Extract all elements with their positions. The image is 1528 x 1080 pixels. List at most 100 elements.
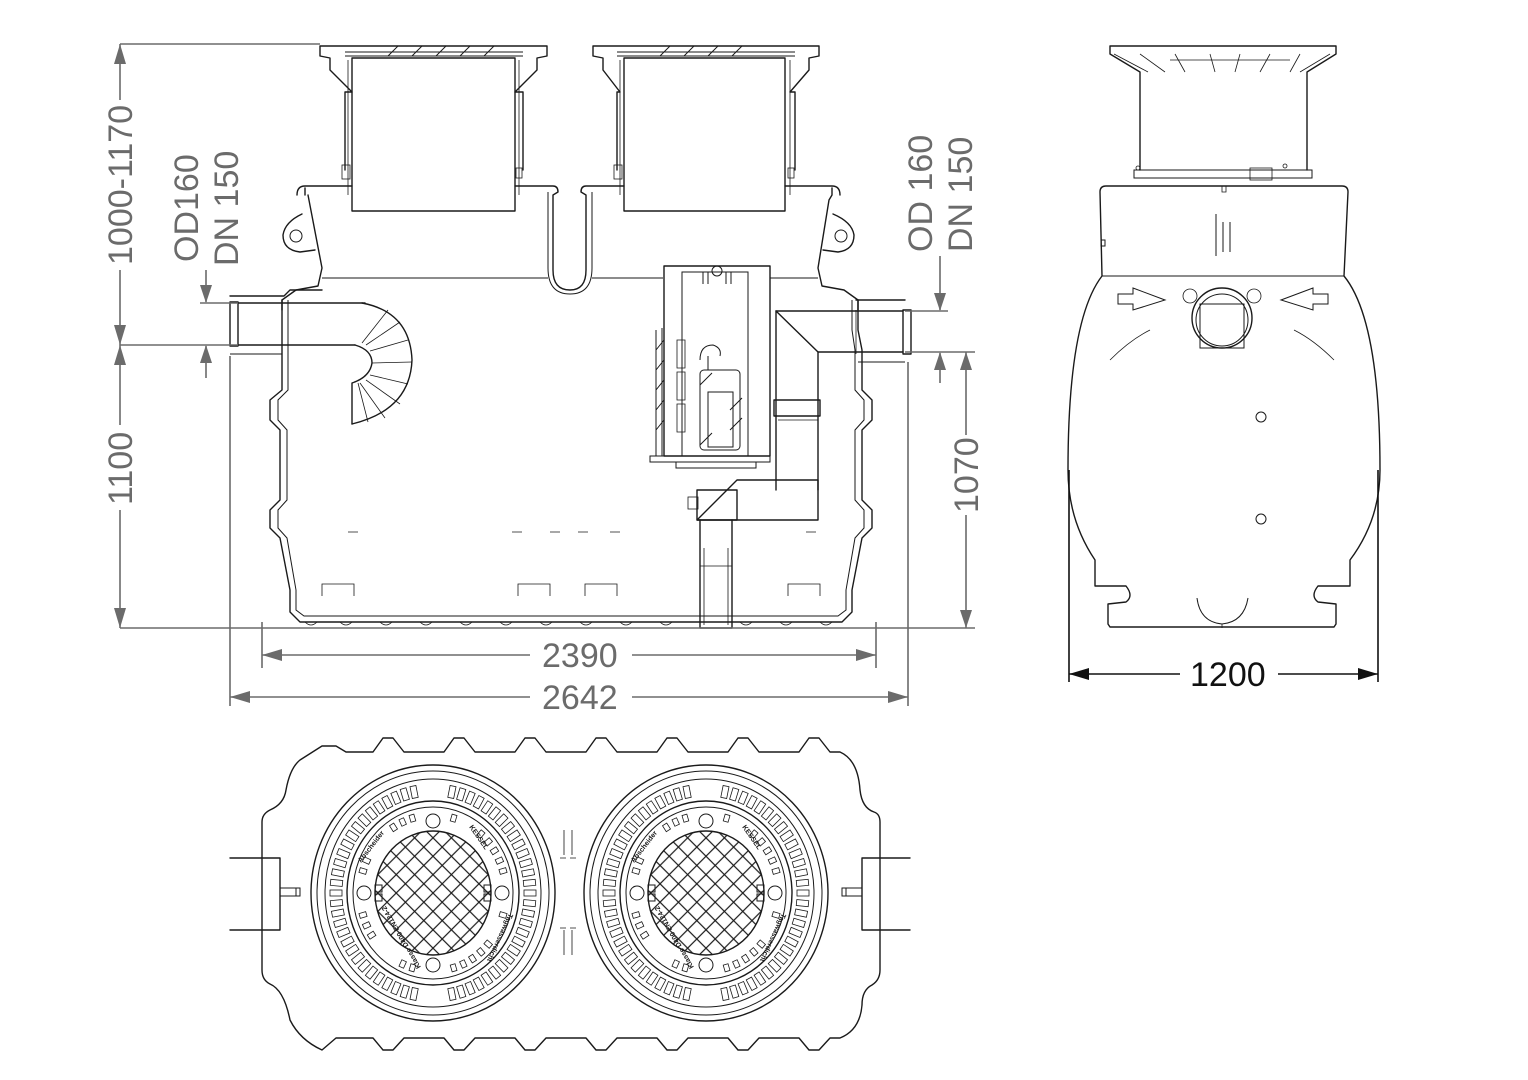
cover-slot xyxy=(398,959,407,969)
inlet-stub-top xyxy=(229,857,301,931)
outlet-stub-top xyxy=(841,857,911,931)
cover-slot xyxy=(760,965,775,980)
cover-slot xyxy=(350,821,366,835)
cover-slot xyxy=(637,965,652,980)
outlet-pipe xyxy=(687,299,912,629)
cover-slot xyxy=(523,889,537,897)
cover-slot xyxy=(364,965,379,980)
cover-slot xyxy=(756,939,767,949)
cover-slot xyxy=(480,971,494,986)
cover-slot xyxy=(740,953,751,964)
cover-slot xyxy=(399,984,410,999)
cover-slot xyxy=(390,980,402,996)
outlet-height-label: 1070 xyxy=(948,437,986,513)
cover-slot xyxy=(398,817,407,827)
cover-slot xyxy=(720,987,730,1001)
cover-slot xyxy=(336,926,351,938)
cover-slot xyxy=(613,935,628,948)
cover-slot xyxy=(522,878,537,887)
manhole-cover-left: Abscheider KESSEL Klasse D400 EN124-2 Ta… xyxy=(310,764,556,1022)
cover-slot xyxy=(494,856,505,865)
cover-slot xyxy=(784,935,799,948)
cover-slot xyxy=(737,790,749,806)
cover-slot xyxy=(518,857,533,869)
cover-slot xyxy=(521,868,536,878)
cover-slot xyxy=(762,846,773,856)
cover-slot xyxy=(784,838,799,851)
cover-slot xyxy=(329,899,344,908)
cover-slot xyxy=(672,984,683,999)
cover-slot xyxy=(515,848,530,860)
inlet-pipe xyxy=(229,289,413,425)
cover-slot xyxy=(606,917,621,929)
cover-slot xyxy=(639,930,650,940)
cover-slot xyxy=(345,829,360,843)
cover-slot xyxy=(372,800,386,815)
cover-slot xyxy=(330,908,345,918)
cover-slot xyxy=(494,813,509,828)
cover-slot xyxy=(722,963,731,973)
tank-shoulders xyxy=(281,185,859,311)
cover-slot xyxy=(388,822,399,833)
cover-slot xyxy=(456,984,467,999)
cover-slot xyxy=(645,971,659,986)
cover-slot xyxy=(506,829,521,843)
cover-slot xyxy=(645,800,659,815)
cover-slot xyxy=(732,959,741,969)
cover-slot xyxy=(522,899,537,908)
cover-slot xyxy=(681,963,690,973)
cover-height-label: 1000-1170 xyxy=(102,105,140,265)
side-view xyxy=(120,45,975,629)
cover-slot xyxy=(357,958,372,973)
end-view xyxy=(1067,45,1381,628)
cover-slot xyxy=(795,899,810,908)
cover-slot xyxy=(681,813,690,823)
cover-slot xyxy=(631,911,641,919)
cover-slot xyxy=(467,953,478,964)
cover-text-top: Abscheider xyxy=(357,830,386,865)
cover-slot xyxy=(682,987,692,1001)
cover-slot xyxy=(654,976,667,992)
cover-slot xyxy=(408,813,417,823)
cover-slot xyxy=(672,787,683,802)
cover-slot xyxy=(602,878,617,887)
cover-slot xyxy=(500,951,516,965)
outlet-dn-label: DN 150 xyxy=(942,137,980,252)
cover-slot xyxy=(749,829,759,839)
cover-slot xyxy=(606,857,621,869)
cover-slot xyxy=(506,943,521,957)
width-label: 1200 xyxy=(1190,656,1266,694)
cover-slot xyxy=(494,958,509,973)
inlet-dn-label: DN 150 xyxy=(208,151,246,266)
cover-slot xyxy=(767,813,782,828)
cover-slot xyxy=(749,947,759,957)
cover-slot xyxy=(381,976,394,992)
cover-slot xyxy=(350,951,366,965)
cover-slot xyxy=(737,980,749,996)
cover-slot xyxy=(663,980,675,996)
tank-body xyxy=(269,299,873,626)
cover-slot xyxy=(409,987,419,1001)
cover-slot xyxy=(795,878,810,887)
cover-slot xyxy=(609,848,624,860)
cover-slot xyxy=(483,837,494,847)
cover-slot xyxy=(372,971,386,986)
cover-slot xyxy=(745,976,758,992)
cover-slot xyxy=(631,867,641,875)
cover-slot xyxy=(518,917,533,929)
cover-slot xyxy=(329,889,343,897)
cover-slot xyxy=(609,926,624,938)
cover-slot xyxy=(330,868,345,878)
cover-slot xyxy=(358,867,368,875)
cover-slot xyxy=(364,806,379,821)
cover-slot xyxy=(729,787,740,802)
cover-slot xyxy=(447,987,457,1001)
cover-slot xyxy=(671,959,680,969)
cover-slot xyxy=(634,856,645,865)
cover-slot xyxy=(779,829,794,843)
cover-slot xyxy=(399,787,410,802)
right-manhole-riser xyxy=(592,45,820,212)
cover-slot xyxy=(788,848,803,860)
coalescence-insert xyxy=(649,265,771,469)
cover-slot xyxy=(456,787,467,802)
